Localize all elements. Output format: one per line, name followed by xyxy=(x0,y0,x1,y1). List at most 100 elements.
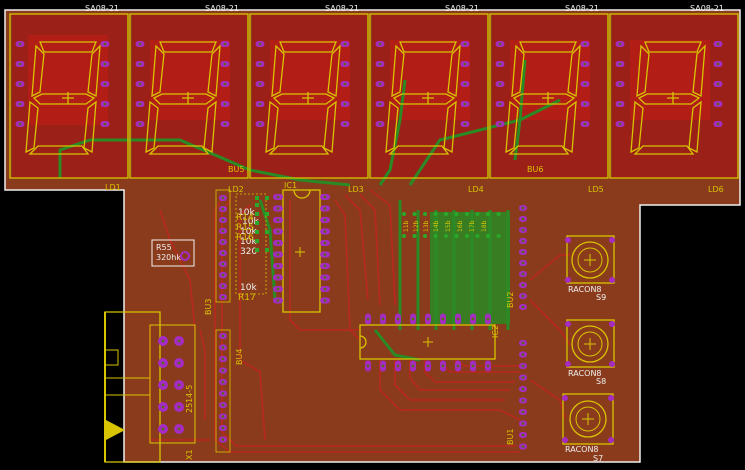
bu2-pin-hole xyxy=(521,305,525,309)
mid-res-label-3: 13b xyxy=(423,220,430,232)
button-pin xyxy=(565,321,571,327)
display-pin-hole xyxy=(258,62,262,66)
bu4-pin-hole xyxy=(221,426,225,430)
ic2-pin-hole xyxy=(486,364,490,368)
ld5-part-label: SA08-21 xyxy=(565,4,599,13)
display-pin-hole xyxy=(138,82,142,86)
ic2-designator: IC2 xyxy=(491,325,500,338)
ic1-pin-hole xyxy=(323,241,327,245)
display-pin-hole xyxy=(378,102,382,106)
bu3-pin-hole xyxy=(221,207,225,211)
smd-pad xyxy=(465,234,469,238)
bu4-pin-hole xyxy=(221,380,225,384)
bu1-pin-hole xyxy=(521,341,525,345)
button-pins xyxy=(562,237,615,443)
x1-pin-hole xyxy=(161,383,165,387)
display-pin-hole xyxy=(18,102,22,106)
smd-pad xyxy=(402,212,406,216)
smd-pad xyxy=(475,234,480,238)
res-value-1: 10k xyxy=(238,208,255,218)
ic2-pin-hole xyxy=(456,317,460,321)
ic1-pin-hole xyxy=(276,207,280,210)
display-pin-hole xyxy=(498,82,502,86)
display-designators: LD1 LD2 LD3 LD4 LD5 LD6 BU5 BU6 xyxy=(105,165,724,194)
smd-pad xyxy=(496,234,501,238)
smd-pad xyxy=(475,212,480,216)
s7-designator: S7 xyxy=(593,454,603,463)
smd-pad xyxy=(454,234,459,238)
display-pin-hole xyxy=(258,102,262,106)
display-pin-hole xyxy=(343,42,347,46)
ic2-pins xyxy=(365,313,491,372)
ic2-body xyxy=(359,324,496,360)
segments-ld6 xyxy=(630,41,706,155)
bu3-pin-hole xyxy=(221,229,225,233)
button-pin xyxy=(565,277,571,283)
display-pin-hole xyxy=(378,82,382,86)
mid-res-label-1: 11b xyxy=(403,220,410,232)
ic2-pin-hole xyxy=(381,317,385,321)
display-pin-hole xyxy=(258,122,262,126)
ic2-pin-hole xyxy=(366,317,370,321)
ic2-pin-hole xyxy=(456,364,460,368)
bu4-pins xyxy=(219,333,227,443)
ld4-designator: LD4 xyxy=(468,185,484,194)
smd-pad xyxy=(465,212,469,216)
display-pin-hole xyxy=(583,82,587,86)
display-pin-hole xyxy=(498,42,502,46)
display-pin-hole xyxy=(343,62,347,66)
display-pin-hole xyxy=(378,122,382,126)
display-pin-hole xyxy=(716,82,720,86)
button-s8: RACON8 S8 xyxy=(566,319,615,386)
display-group xyxy=(9,13,739,179)
bu1-pin-hole xyxy=(521,433,525,437)
smd-pad xyxy=(423,212,427,216)
display-pin-hole xyxy=(223,82,227,86)
bu2-pin-hole xyxy=(521,217,525,221)
display-ld2-outline xyxy=(129,13,249,179)
display-pin-hole xyxy=(223,62,227,66)
ic1-body xyxy=(282,189,321,313)
display-pin-hole xyxy=(583,102,587,106)
smd-pad xyxy=(496,212,501,216)
x1-pin-hole xyxy=(161,427,165,431)
ic1-pin-hole xyxy=(276,241,280,245)
bu2-label: BU2 xyxy=(506,292,515,308)
display-pin-hole xyxy=(716,42,720,46)
display-pin-hole xyxy=(103,62,107,66)
display-pin-hole xyxy=(618,102,622,106)
ld6-designator: LD6 xyxy=(708,185,724,194)
ic1-pin-hole xyxy=(323,276,327,279)
r55-value: 320hk xyxy=(156,253,181,262)
display-pin-hole xyxy=(18,82,22,86)
x1-pin-hole xyxy=(177,427,181,431)
connector-bu4: BU4 xyxy=(215,329,244,453)
res-designator-4: R17 xyxy=(238,293,256,303)
res-value-5: 320 xyxy=(240,247,257,257)
smd-pad xyxy=(486,234,490,238)
ld3-part-label: SA08-21 xyxy=(325,4,359,13)
mid-res-label-5: 15b xyxy=(445,220,452,232)
s7-value: RACON8 xyxy=(565,445,599,454)
ic2-pin-hole xyxy=(396,364,400,368)
bu4-pin-hole xyxy=(221,392,225,395)
display-pin-hole xyxy=(103,82,107,86)
ic2-pin-hole xyxy=(471,364,475,368)
ic1-pin-hole xyxy=(323,195,327,199)
button-s7: RACON8 S7 xyxy=(562,393,614,463)
bu2-pin-hole xyxy=(521,294,525,298)
segments-ld3 xyxy=(265,41,341,155)
ic1-pin-hole xyxy=(276,299,280,302)
res-designator-2: R15 xyxy=(236,223,254,233)
button-pin xyxy=(609,277,615,283)
ic1-pin-hole xyxy=(276,230,280,233)
bu3-pin-hole xyxy=(221,196,225,200)
display-pin-hole xyxy=(618,122,622,126)
segments-ld2 xyxy=(145,41,221,155)
smd-pad xyxy=(444,212,448,216)
display-ld1-outline xyxy=(9,13,129,179)
bu4-pin-hole xyxy=(221,369,225,372)
ic2-pin-hole xyxy=(411,364,415,368)
display-pin-hole xyxy=(716,102,720,106)
bu1-pin-hole xyxy=(521,387,525,391)
